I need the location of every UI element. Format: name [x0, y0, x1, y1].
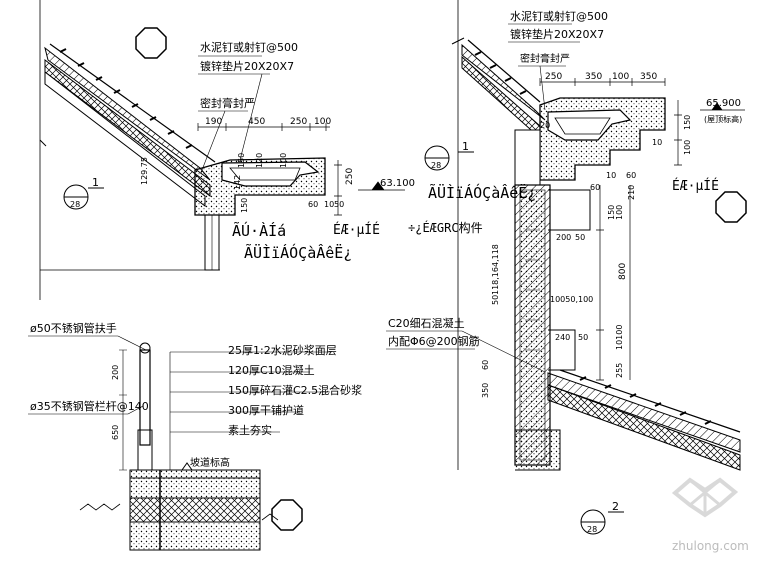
dim-190: 190 [205, 117, 222, 127]
dim-100v: 100 [279, 153, 288, 168]
detail-marker-left: 1 28 [63, 176, 104, 210]
svg-text:28: 28 [431, 161, 441, 170]
note-baluster: ø35不锈钢管栏杆@140 [30, 399, 149, 413]
dim-r-150: 150 [683, 115, 692, 130]
dim-r-100: 100 [612, 72, 629, 82]
octagon-marker [135, 27, 167, 59]
dim-r-250: 250 [545, 72, 562, 82]
note-handrail: ø50不锈钢管扶手 [30, 321, 117, 335]
dim-50: 50 [334, 200, 344, 209]
note-seal: 密封膏封严 [200, 96, 255, 110]
layer-2: 120厚C10混凝土 [228, 363, 315, 377]
dim-r-100c: 100 [615, 205, 624, 220]
dims-right [539, 78, 745, 381]
dim-r-800: 800 [618, 263, 628, 280]
dim-r-60b: 60 [590, 183, 600, 192]
garble-text-1: ÃÚ·ÀÍá [232, 221, 286, 240]
left-top-detail: 水泥钉或射钉@500 镀锌垫片20X20X7 密封膏封严 190 450 250… [39, 0, 415, 300]
wall-column-right [514, 184, 591, 466]
watermark-logo [671, 477, 739, 518]
dim-129: 129.75 [140, 157, 149, 185]
dim-r-60v: 60 [481, 360, 490, 370]
layer-leaders [169, 351, 330, 470]
roof-slope-left [44, 43, 216, 208]
dim-100: 100 [314, 117, 331, 127]
svg-text:2: 2 [612, 500, 619, 513]
garble-r-1: ÃÜÌïÁÓÇàÂêË¿ [428, 183, 536, 202]
dim-r-10: 10 [652, 138, 662, 147]
layer-1: 25厚1:2水泥砂浆面层 [228, 343, 337, 357]
note-washer: 镀锌垫片20X20X7 [200, 59, 294, 73]
dim-r-350v: 350 [481, 383, 490, 398]
right-top-detail: 水泥钉或射钉@500 镀锌垫片20X20X7 密封膏封严 250 350 100… [386, 0, 747, 535]
roof-slope-right [461, 39, 546, 140]
layer-5: 素土夯实 [228, 423, 272, 437]
dim-142: 142 [233, 175, 242, 190]
watermark: zhulong.com [671, 477, 749, 553]
octagon-marker-right [715, 191, 747, 223]
layer-3: 150厚碎石灌C2.5混合砂浆 [228, 383, 362, 397]
watermark-text: zhulong.com [672, 539, 749, 553]
dim-650: 650 [111, 425, 120, 440]
dim-450: 450 [248, 117, 265, 127]
dim-r-200: 200 [556, 233, 571, 242]
svg-text:28: 28 [587, 525, 597, 534]
dim-120v: 120 [255, 153, 264, 168]
dim-150v: 150 [237, 153, 246, 168]
garble-r-3: ÷¿ÉÆGRC构件 [408, 220, 483, 235]
cornice-right [514, 97, 666, 186]
dim-r-210: 210 [627, 185, 636, 200]
dim-r-118: 118,164,118 [491, 244, 500, 295]
dim-r-350: 350 [585, 72, 602, 82]
elev-65900: 65.900 [706, 98, 741, 109]
detail-marker-right-2: 2 28 [580, 500, 624, 535]
svg-text:1: 1 [462, 140, 469, 153]
dim-200: 200 [111, 365, 120, 380]
dim-r-10100: 10100 [615, 325, 624, 350]
note-nail: 水泥钉或射钉@500 [200, 40, 298, 54]
elev-note: (屋顶标高) [704, 114, 742, 124]
layer-4: 300厚干铺护道 [228, 403, 304, 417]
dim-10: 10 [324, 200, 334, 209]
garble-r-2: ÉÆ·µÍÉ [672, 178, 719, 194]
svg-text:1: 1 [92, 176, 99, 189]
dim-r-50c: 50 [578, 333, 588, 342]
ground-layers [79, 469, 279, 551]
dim-r-50b: 50 [491, 295, 500, 305]
dim-r-100v: 100 [683, 140, 692, 155]
dim-r-350b: 350 [640, 72, 657, 82]
dim-150b: 150 [240, 198, 249, 213]
dim-250v: 250 [345, 168, 355, 185]
dim-r-60: 60 [626, 171, 636, 180]
svg-text:28: 28 [70, 200, 80, 209]
dim-60: 60 [308, 200, 318, 209]
note-seal-right: 密封膏封严 [520, 52, 570, 65]
elev-63100: 63.100 [380, 178, 415, 189]
note-c20: C20细石混凝土 [388, 316, 465, 330]
dim-r-240: 240 [555, 333, 570, 342]
dim-r-50: 50 [575, 233, 585, 242]
dims-left-top [197, 123, 405, 216]
note-rebar: 内配Φ6@200钢筋 [388, 334, 480, 348]
note-ramp-elev: 坡道标高 [190, 456, 230, 469]
detail-marker-right-1: 1 28 [424, 140, 474, 171]
garble-text-3: ÃÜÌïÁÓÇàÂêË¿ [244, 243, 352, 262]
dim-250: 250 [290, 117, 307, 127]
cornice-left [194, 157, 326, 271]
left-bottom-detail: ø50不锈钢管扶手 ø35不锈钢管栏杆@140 200 650 [28, 321, 362, 551]
dim-r-150c: 150 [607, 205, 616, 220]
octagon-marker-bottom [271, 499, 303, 531]
note-nail-right: 水泥钉或射钉@500 [510, 9, 608, 23]
roof-slope-right-lower [515, 369, 741, 471]
dim-r-255: 255 [615, 363, 624, 378]
garble-text-2: ÉÆ·µÍÉ [333, 222, 380, 238]
dim-r-10050: 10050,100 [550, 295, 593, 304]
dim-r-10b: 10 [606, 171, 616, 180]
dim-r-20: 20 [540, 121, 550, 130]
note-washer-right: 镀锌垫片20X20X7 [510, 27, 604, 41]
handrail-post [139, 349, 151, 446]
